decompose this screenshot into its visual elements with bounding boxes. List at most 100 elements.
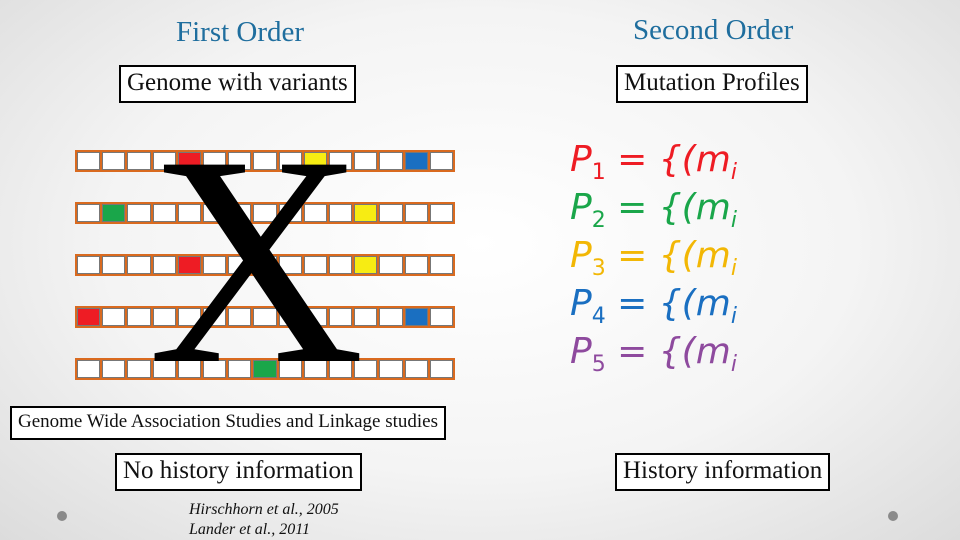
mutation-profile: P2 = {(mi (570, 184, 750, 232)
genome-grid (75, 150, 455, 380)
genome-cell (127, 256, 151, 274)
profile-index: i (730, 304, 737, 328)
genome-cell (379, 360, 403, 378)
genome-cell (354, 360, 378, 378)
genome-cell (329, 204, 353, 222)
citation-1: Hirschhorn et al., 2005 (189, 501, 339, 518)
genome-row (75, 254, 455, 276)
genome-cell (228, 204, 252, 222)
genome-cell (177, 152, 202, 170)
genome-cell (329, 256, 353, 274)
no-history-box: No history information (115, 453, 362, 491)
genome-cell (303, 360, 328, 378)
profile-subscript: 5 (591, 352, 606, 376)
profile-equals: = (605, 331, 659, 372)
genome-cell (253, 256, 277, 274)
genome-cell (177, 360, 202, 378)
profile-equals: = (605, 283, 659, 324)
profile-subscript: 4 (591, 304, 606, 328)
genome-cell (278, 360, 302, 378)
genome-cell (429, 360, 454, 378)
genome-cell (404, 204, 428, 222)
mutation-profile: P5 = {(mi (570, 328, 750, 376)
genome-cell (152, 308, 176, 326)
genome-cell (77, 204, 101, 222)
genome-cell (379, 152, 403, 170)
genome-cell (379, 256, 403, 274)
genome-cell (228, 360, 252, 378)
genome-cell (404, 308, 428, 326)
genome-cell (329, 308, 353, 326)
citation-list: Hirschhorn et al., 2005 Lander et al., 2… (189, 500, 339, 540)
profile-equals: = (605, 187, 659, 228)
genome-cell (404, 256, 428, 274)
citation-2: Lander et al., 2011 (189, 521, 311, 538)
genome-row (75, 306, 455, 328)
genome-row (75, 150, 455, 172)
genome-cell (77, 256, 101, 274)
profile-index: i (730, 208, 737, 232)
genome-cell (77, 360, 101, 378)
profile-symbol: P (570, 139, 592, 180)
genome-cell (152, 204, 176, 222)
history-box: History information (615, 453, 831, 491)
genome-cell (253, 360, 277, 378)
genome-cell (278, 204, 302, 222)
profile-set: {(m (658, 331, 731, 372)
profile-set: {(m (658, 283, 731, 324)
profile-equals: = (605, 235, 659, 276)
genome-cell (429, 308, 454, 326)
second-order-heading: Second Order (633, 14, 794, 46)
genome-cell (102, 256, 126, 274)
genome-cell (303, 204, 328, 222)
genome-cell (102, 308, 126, 326)
genome-cell (303, 152, 328, 170)
mutation-profile: P1 = {(mi (570, 136, 750, 184)
genome-cell (404, 360, 428, 378)
profile-symbol: P (570, 187, 592, 228)
profile-index: i (730, 160, 737, 184)
genome-cell (152, 152, 176, 170)
profile-set: {(m (658, 187, 731, 228)
genome-cell (278, 308, 302, 326)
genome-row (75, 358, 455, 380)
genome-cell (177, 204, 202, 222)
gwas-box: Genome Wide Association Studies and Link… (10, 406, 446, 440)
genome-cell (253, 204, 277, 222)
big-x-mark: X (148, 94, 365, 426)
profile-symbol: P (570, 331, 592, 372)
genome-cell (102, 152, 126, 170)
corner-dot-left (57, 511, 67, 521)
genome-cell (152, 256, 176, 274)
profile-index: i (730, 256, 737, 280)
genome-cell (77, 152, 101, 170)
profile-subscript: 1 (591, 160, 606, 184)
genome-cell (203, 256, 227, 274)
profile-symbol: P (570, 283, 592, 324)
mutation-profile: P3 = {(mi (570, 232, 750, 280)
genome-cell (152, 360, 176, 378)
genome-cell (354, 152, 378, 170)
genome-cell (303, 256, 328, 274)
genome-cell (127, 308, 151, 326)
genome-cell (177, 308, 202, 326)
genome-cell (253, 308, 277, 326)
genome-cell (379, 204, 403, 222)
profile-symbol: P (570, 235, 592, 276)
corner-dot-right (888, 511, 898, 521)
genome-cell (203, 152, 227, 170)
mutation-profiles-box: Mutation Profiles (616, 65, 808, 103)
genome-cell (102, 360, 126, 378)
profile-equals: = (605, 139, 659, 180)
genome-cell (77, 308, 101, 326)
profile-subscript: 3 (591, 256, 606, 280)
profile-subscript: 2 (591, 208, 606, 232)
genome-cell (228, 256, 252, 274)
profile-set: {(m (658, 235, 731, 276)
genome-cell (278, 256, 302, 274)
genome-cell (429, 256, 454, 274)
genome-cell (329, 152, 353, 170)
genome-cell (354, 308, 378, 326)
genome-cell (404, 152, 428, 170)
